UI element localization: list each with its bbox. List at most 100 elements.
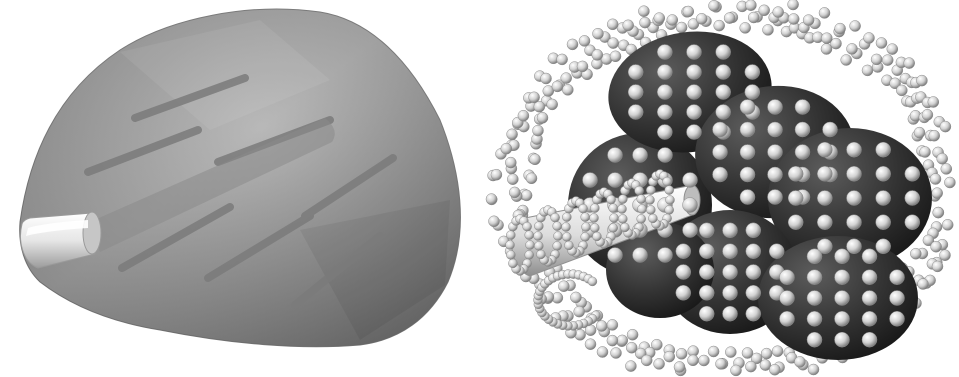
bead-sphere — [618, 214, 627, 223]
bead-sphere — [658, 148, 673, 163]
bead-sphere — [716, 358, 727, 369]
bead-sphere — [862, 65, 873, 76]
bead-sphere — [932, 188, 943, 199]
bead-sphere — [745, 65, 760, 80]
bead-sphere — [687, 85, 702, 100]
bead-sphere — [526, 241, 535, 250]
bead-sphere — [592, 232, 601, 241]
bead-sphere — [628, 85, 643, 100]
bead-sphere — [835, 311, 850, 326]
bead-sphere — [687, 125, 702, 140]
bead-sphere — [623, 20, 634, 31]
bead-sphere — [523, 222, 532, 231]
bead-sphere — [746, 285, 761, 300]
bead-sphere — [581, 213, 590, 222]
bead-sphere — [835, 270, 850, 285]
bead-sphere — [821, 44, 832, 55]
bead-sphere — [768, 122, 783, 137]
bead-sphere — [740, 122, 755, 137]
bead-sphere — [795, 122, 810, 137]
bead-sphere — [521, 190, 532, 201]
bead-sphere — [610, 51, 621, 62]
bead-sphere — [862, 249, 877, 264]
bead-sphere — [537, 112, 548, 123]
bead-sphere — [714, 20, 725, 31]
bead-sphere — [724, 13, 735, 24]
bead-sphere — [518, 110, 529, 121]
bead-sphere — [633, 148, 648, 163]
bead-sphere — [641, 355, 652, 366]
bead-sphere — [910, 248, 921, 259]
bead-sphere — [509, 187, 520, 198]
bead-sphere — [491, 169, 502, 180]
bead-sphere — [699, 265, 714, 280]
bead-sphere — [713, 122, 728, 137]
bead-sphere — [890, 291, 905, 306]
bead-sphere — [716, 45, 731, 60]
bead-sphere — [723, 223, 738, 238]
bead-sphere — [547, 99, 558, 110]
bead-sphere — [932, 261, 943, 272]
bead-sphere — [803, 15, 814, 26]
bead-sphere — [780, 291, 795, 306]
bead-sphere — [607, 335, 618, 346]
bead-sphere — [862, 332, 877, 347]
bead-sphere — [570, 292, 581, 303]
bead-sphere — [676, 244, 691, 259]
bead-sphere — [596, 321, 607, 332]
bead-sphere — [748, 12, 759, 23]
bead-sphere — [582, 223, 591, 232]
bead-sphere — [864, 33, 875, 44]
bead-sphere — [590, 223, 599, 232]
bead-sphere — [807, 270, 822, 285]
bead-sphere — [740, 100, 755, 115]
bead-sphere — [581, 232, 590, 241]
bead-sphere — [561, 73, 572, 84]
bead-sphere — [740, 145, 755, 160]
bead-sphere — [507, 174, 518, 185]
bead-sphere — [637, 214, 646, 223]
bead-sphere — [666, 196, 675, 205]
bead-sphere — [657, 65, 672, 80]
bead-sphere — [667, 15, 678, 26]
bead-sphere — [567, 39, 578, 50]
bead-sphere — [637, 195, 646, 204]
bead-sphere — [683, 6, 694, 17]
bead-sphere — [773, 7, 784, 18]
bead-sphere — [536, 250, 545, 259]
bead-sphere — [657, 45, 672, 60]
bead-sphere — [506, 250, 515, 259]
bead-sphere — [716, 85, 731, 100]
bead-sphere — [590, 204, 599, 213]
bead-sphere — [609, 223, 618, 232]
bead-sphere — [699, 244, 714, 259]
bead-sphere — [916, 75, 927, 86]
bead-sphere — [862, 291, 877, 306]
bead-sphere — [937, 153, 948, 164]
bead-sphere — [508, 259, 517, 268]
bead-sphere — [664, 351, 675, 362]
bead-sphere — [847, 239, 862, 254]
bead-sphere — [929, 130, 940, 141]
bead-sphere — [646, 186, 655, 195]
bead-sphere — [558, 281, 569, 292]
bead-sphere — [617, 335, 628, 346]
bead-sphere — [882, 55, 893, 66]
bead-sphere — [574, 306, 585, 317]
bead-sphere — [648, 214, 657, 223]
bead-sphere — [699, 285, 714, 300]
bead-sphere — [657, 85, 672, 100]
bead-sphere — [788, 215, 803, 230]
bead-sphere — [817, 191, 832, 206]
bead-sphere — [918, 279, 929, 290]
bead-sphere — [687, 45, 702, 60]
tube-cap — [83, 212, 101, 254]
bead-sphere — [876, 239, 891, 254]
bead-sphere — [640, 17, 651, 28]
left-panel — [20, 9, 461, 347]
bead-sphere — [876, 191, 891, 206]
bead-sphere — [788, 0, 799, 10]
bead-sphere — [931, 241, 942, 252]
bead-sphere — [940, 250, 951, 261]
bead-sphere — [562, 223, 571, 232]
